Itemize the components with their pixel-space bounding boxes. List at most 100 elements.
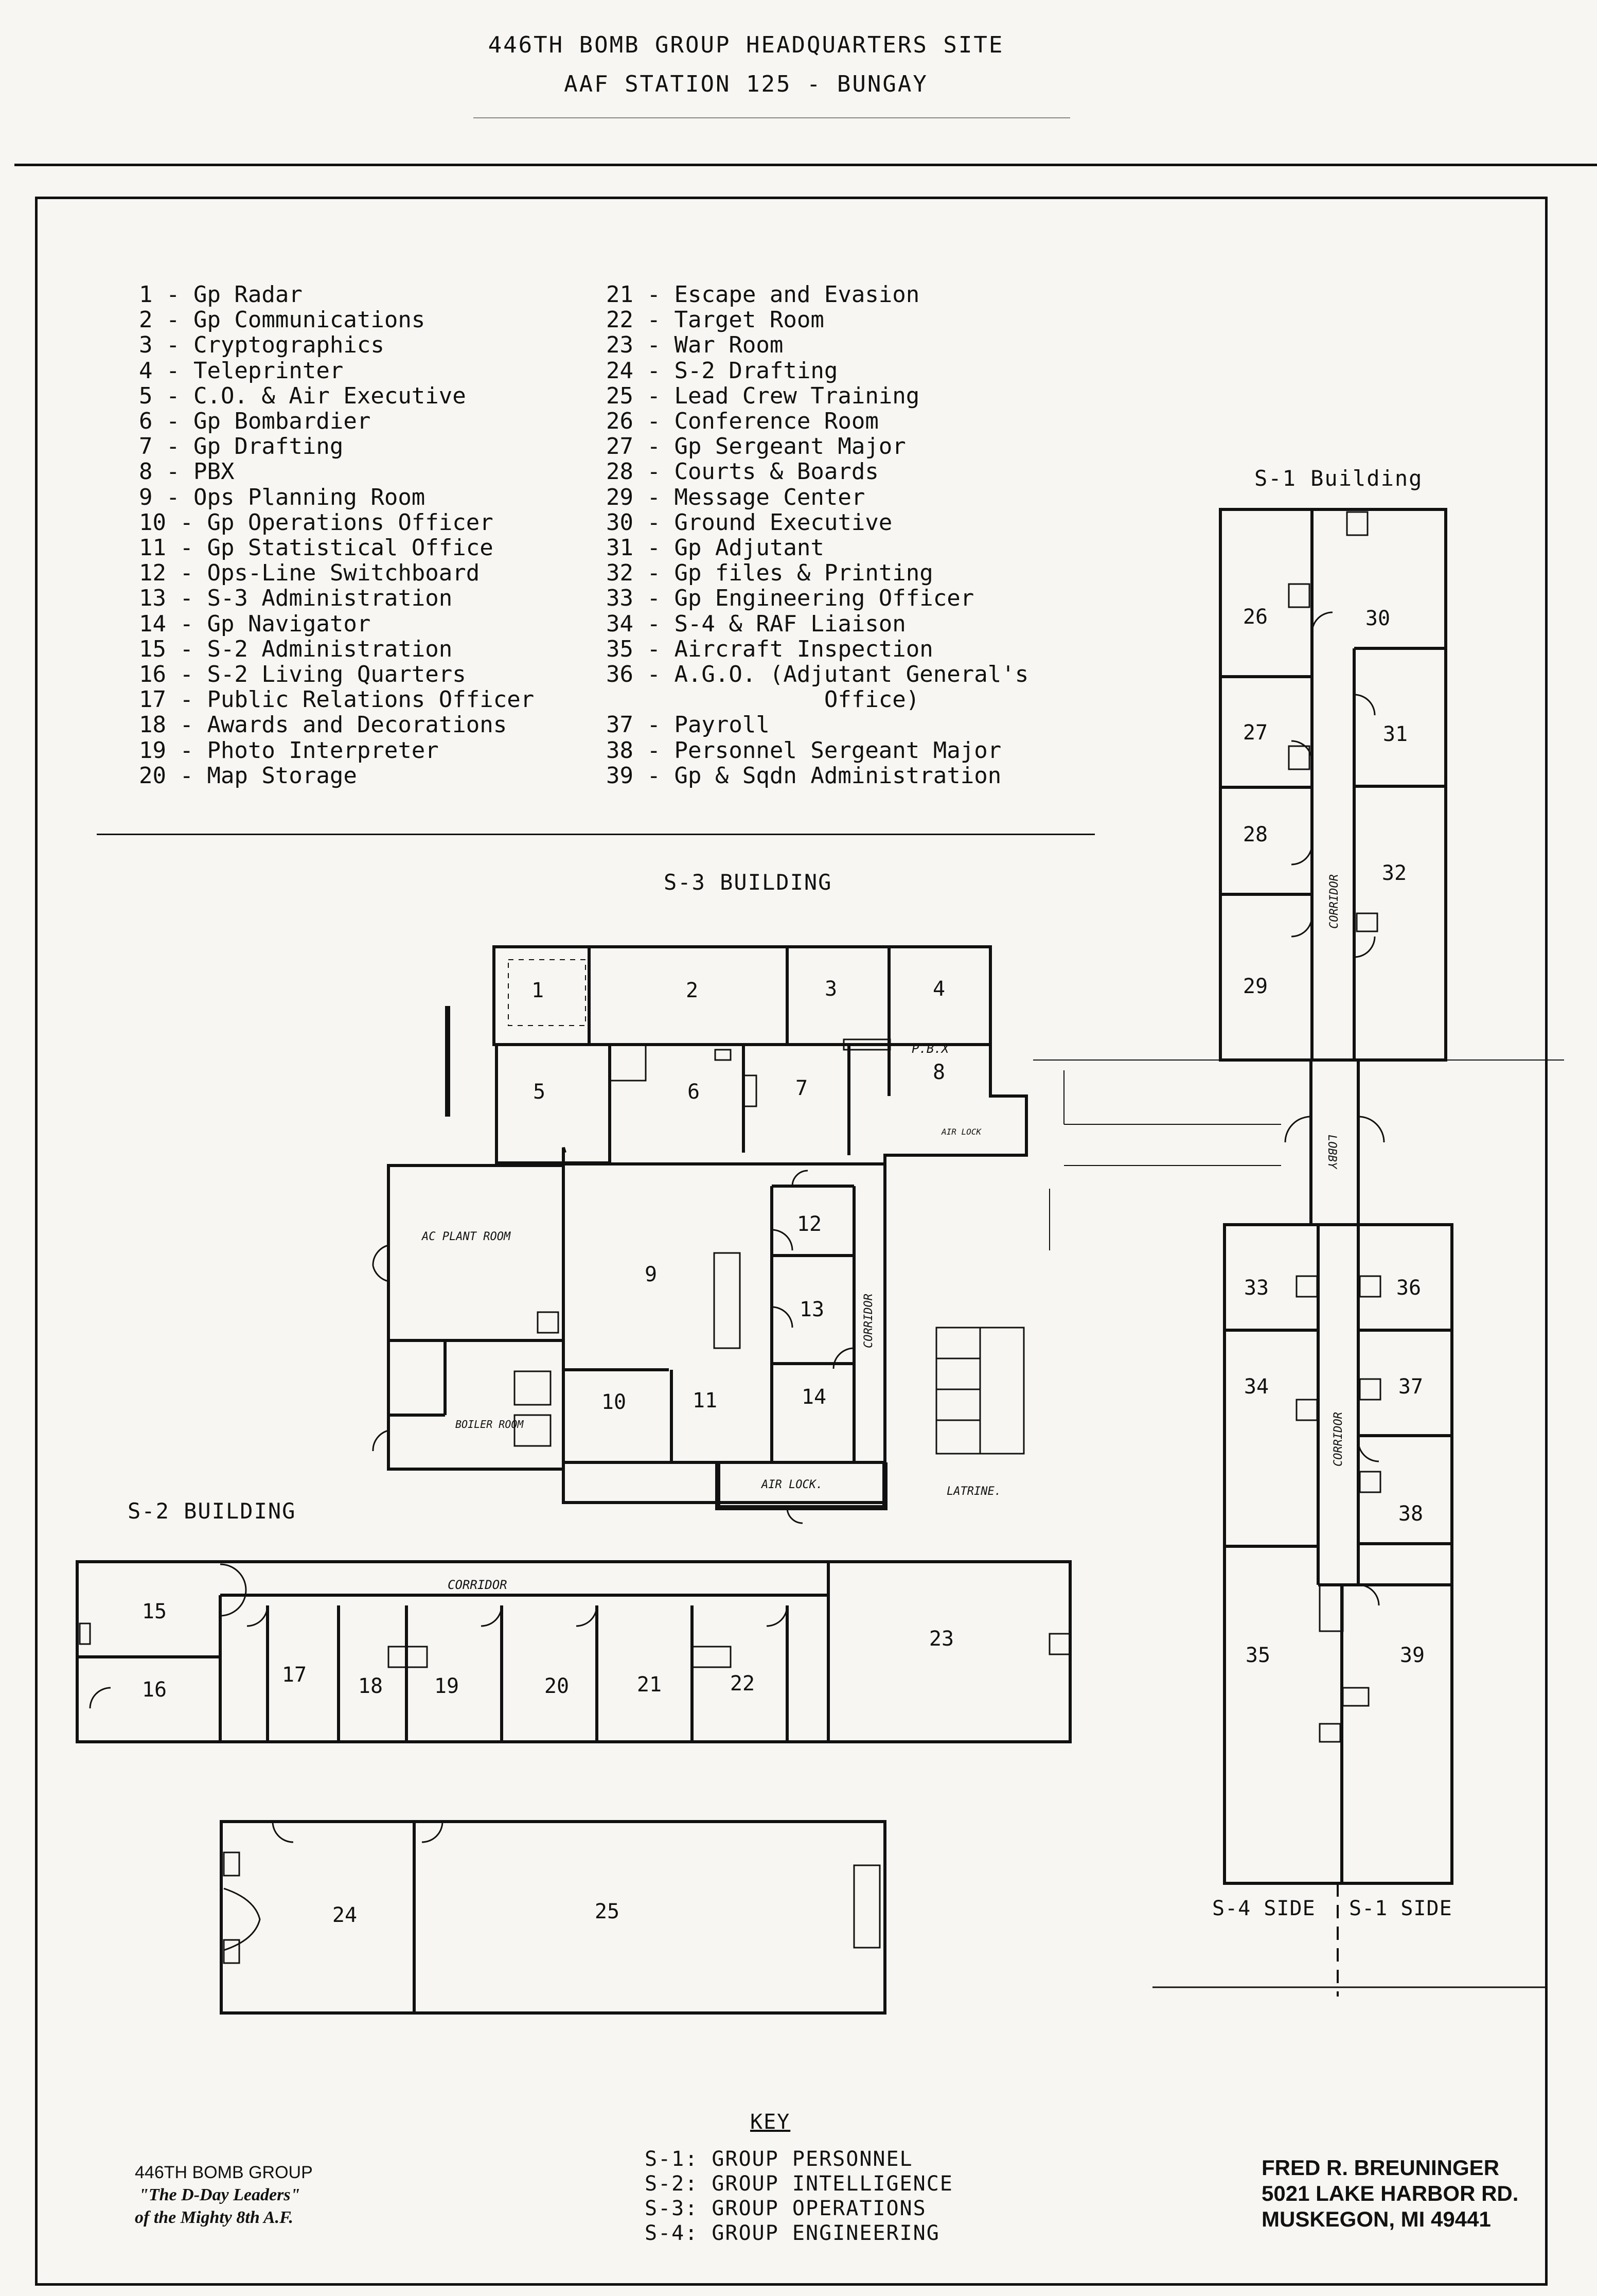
legend-item: 13 - S-3 Administration (139, 585, 453, 612)
room-27: 27 (1243, 721, 1268, 745)
room-28: 28 (1243, 823, 1268, 846)
ac-plant-label: AC PLANT ROOM (421, 1230, 511, 1243)
footer-group-motto: "The D-Day Leaders" (139, 2185, 300, 2204)
legend-item: 8 - PBX (139, 458, 235, 485)
legend-item: 30 - Ground Executive (606, 509, 893, 536)
legend-item: 11 - Gp Statistical Office (139, 535, 493, 561)
room-18: 18 (358, 1674, 383, 1698)
legend-item: 32 - Gp files & Printing (606, 560, 933, 587)
room-3: 3 (825, 977, 837, 1001)
legend-item: 35 - Aircraft Inspection (606, 635, 933, 662)
room-25: 25 (595, 1900, 619, 1923)
room-17: 17 (282, 1663, 307, 1687)
footer-group-block: 446TH BOMB GROUP "The D-Day Leaders" of … (135, 2161, 313, 2229)
legend-item: 2 - Gp Communications (139, 307, 425, 333)
room-13: 13 (800, 1298, 824, 1321)
room-37: 37 (1398, 1375, 1423, 1399)
s2-corridor-label: CORRIDOR (448, 1578, 507, 1592)
room-5: 5 (533, 1080, 545, 1104)
room-14: 14 (802, 1385, 826, 1409)
key-item: S-1: GROUP PERSONNEL (645, 2147, 913, 2171)
legend-item: 25 - Lead Crew Training (606, 382, 920, 409)
room-9: 9 (645, 1263, 657, 1286)
lobby-plan (1033, 1059, 1564, 1250)
footer-group-tagline: of the Mighty 8th A.F. (135, 2208, 293, 2227)
legend-item: 10 - Gp Operations Officer (139, 509, 493, 536)
legend-item: 19 - Photo Interpreter (139, 737, 439, 764)
room-30: 30 (1365, 607, 1390, 630)
room-6: 6 (687, 1080, 700, 1104)
page-title: 446TH BOMB GROUP HEADQUARTERS SITE (488, 32, 1004, 58)
legend-item: 28 - Courts & Boards (606, 458, 879, 485)
footer-city: MUSKEGON, MI 49441 (1262, 2207, 1491, 2231)
legend-item: 21 - Escape and Evasion (606, 281, 920, 308)
room-7: 7 (795, 1076, 808, 1100)
key-title: KEY (750, 2110, 791, 2134)
s3-air-lock-small: AIR LOCK (941, 1127, 982, 1137)
legend-item: 39 - Gp & Sqdn Administration (606, 762, 1002, 789)
plan-annotations: P.B.X AIR LOCK AIR LOCK. AC PLANT ROOM B… (421, 874, 1345, 1592)
room-24: 24 (332, 1903, 357, 1927)
latrine-label: LATRINE. (947, 1485, 1001, 1498)
legend-item: 36 - A.G.O. (Adjutant General's (606, 661, 1029, 688)
pbx-label: P.B.X (912, 1041, 950, 1056)
footer-address-block: FRED R. BREUNINGER 5021 LAKE HARBOR RD. … (1262, 2155, 1518, 2232)
drawing-frame (35, 197, 1548, 2286)
legend-item: 7 - Gp Drafting (139, 433, 344, 460)
legend-item: 20 - Map Storage (139, 762, 357, 789)
legend-item: 15 - S-2 Administration (139, 635, 453, 662)
room-34: 34 (1244, 1375, 1269, 1399)
key-item: S-2: GROUP INTELLIGENCE (645, 2172, 953, 2196)
s2-building-title: S-2 BUILDING (128, 1498, 296, 1524)
room-35: 35 (1246, 1644, 1270, 1667)
side-labels: S-4 SIDE S-1 SIDE (1212, 1897, 1452, 1920)
room-4: 4 (933, 977, 945, 1001)
legend-item: 34 - S-4 & RAF Liaison (606, 610, 906, 637)
room-16: 16 (142, 1678, 167, 1702)
header-underline (473, 117, 1070, 118)
room-11: 11 (693, 1389, 717, 1412)
room-21: 21 (637, 1673, 662, 1697)
room-33: 33 (1244, 1276, 1269, 1300)
legend-item: 1 - Gp Radar (139, 281, 303, 308)
s3-air-lock-label: AIR LOCK. (760, 1478, 823, 1491)
room-32: 32 (1382, 861, 1407, 885)
s1-corridor-label: CORRIDOR (1328, 874, 1341, 929)
room-8: 8 (933, 1061, 945, 1084)
s1-side-label: S-1 SIDE (1349, 1897, 1452, 1920)
footer-street: 5021 LAKE HARBOR RD. (1262, 2181, 1519, 2205)
room-20: 20 (544, 1674, 569, 1698)
room-22: 22 (730, 1672, 755, 1695)
legend-item: 17 - Public Relations Officer (139, 686, 535, 713)
legend-item: 4 - Teleprinter (139, 357, 344, 384)
legend-item: 31 - Gp Adjutant (606, 535, 824, 561)
room-19: 19 (434, 1674, 459, 1698)
legend-item: Office) (606, 686, 920, 713)
legend-item: 9 - Ops Planning Room (139, 484, 425, 510)
header-divider (14, 164, 1597, 166)
page-subtitle: AAF STATION 125 - BUNGAY (564, 71, 928, 97)
s4-side-label: S-4 SIDE (1212, 1897, 1316, 1920)
room-15: 15 (142, 1600, 167, 1623)
s1-south-corridor-label: CORRIDOR (1332, 1412, 1345, 1467)
footer-author-name: FRED R. BREUNINGER (1262, 2156, 1500, 2180)
room-12: 12 (797, 1212, 822, 1236)
s3-building-plan (372, 945, 1028, 1524)
room-36: 36 (1396, 1276, 1421, 1300)
legend-item: 6 - Gp Bombardier (139, 408, 371, 435)
legend-item: 16 - S-2 Living Quarters (139, 661, 466, 688)
legend-item: 33 - Gp Engineering Officer (606, 585, 974, 612)
legend-item: 37 - Payroll (606, 712, 770, 738)
room-1: 1 (531, 979, 544, 1002)
room-29: 29 (1243, 975, 1268, 998)
room-2: 2 (686, 979, 698, 1002)
legend-item: 38 - Personnel Sergeant Major (606, 737, 1002, 764)
room-26: 26 (1243, 605, 1268, 629)
legend-item: 14 - Gp Navigator (139, 610, 371, 637)
s1-south-plan (1223, 1223, 1453, 1885)
legend-item: 22 - Target Room (606, 307, 824, 333)
s2-building-plan (76, 1560, 1072, 1743)
footer-group-name: 446TH BOMB GROUP (135, 2163, 313, 2182)
